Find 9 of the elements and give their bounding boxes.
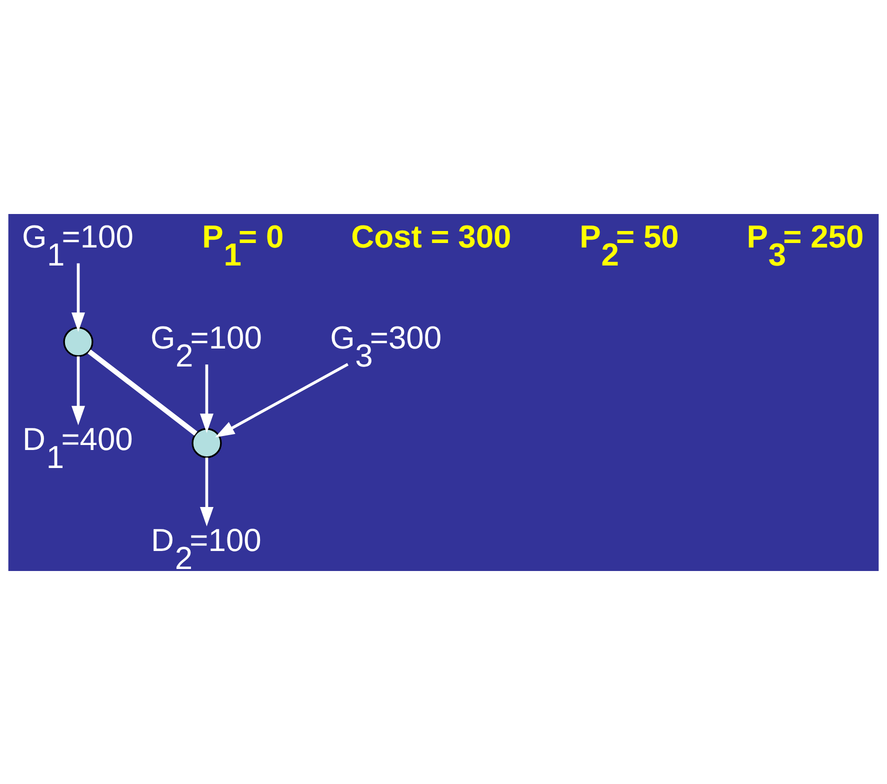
arrow bbox=[71, 262, 86, 332]
node-circle bbox=[192, 428, 222, 458]
arrow bbox=[71, 356, 86, 425]
label: Cost = 300 bbox=[351, 218, 512, 254]
arrow bbox=[215, 362, 349, 437]
node-circle bbox=[63, 326, 94, 356]
arrow bbox=[200, 457, 214, 526]
connector bbox=[88, 348, 198, 436]
arrow bbox=[200, 364, 214, 433]
